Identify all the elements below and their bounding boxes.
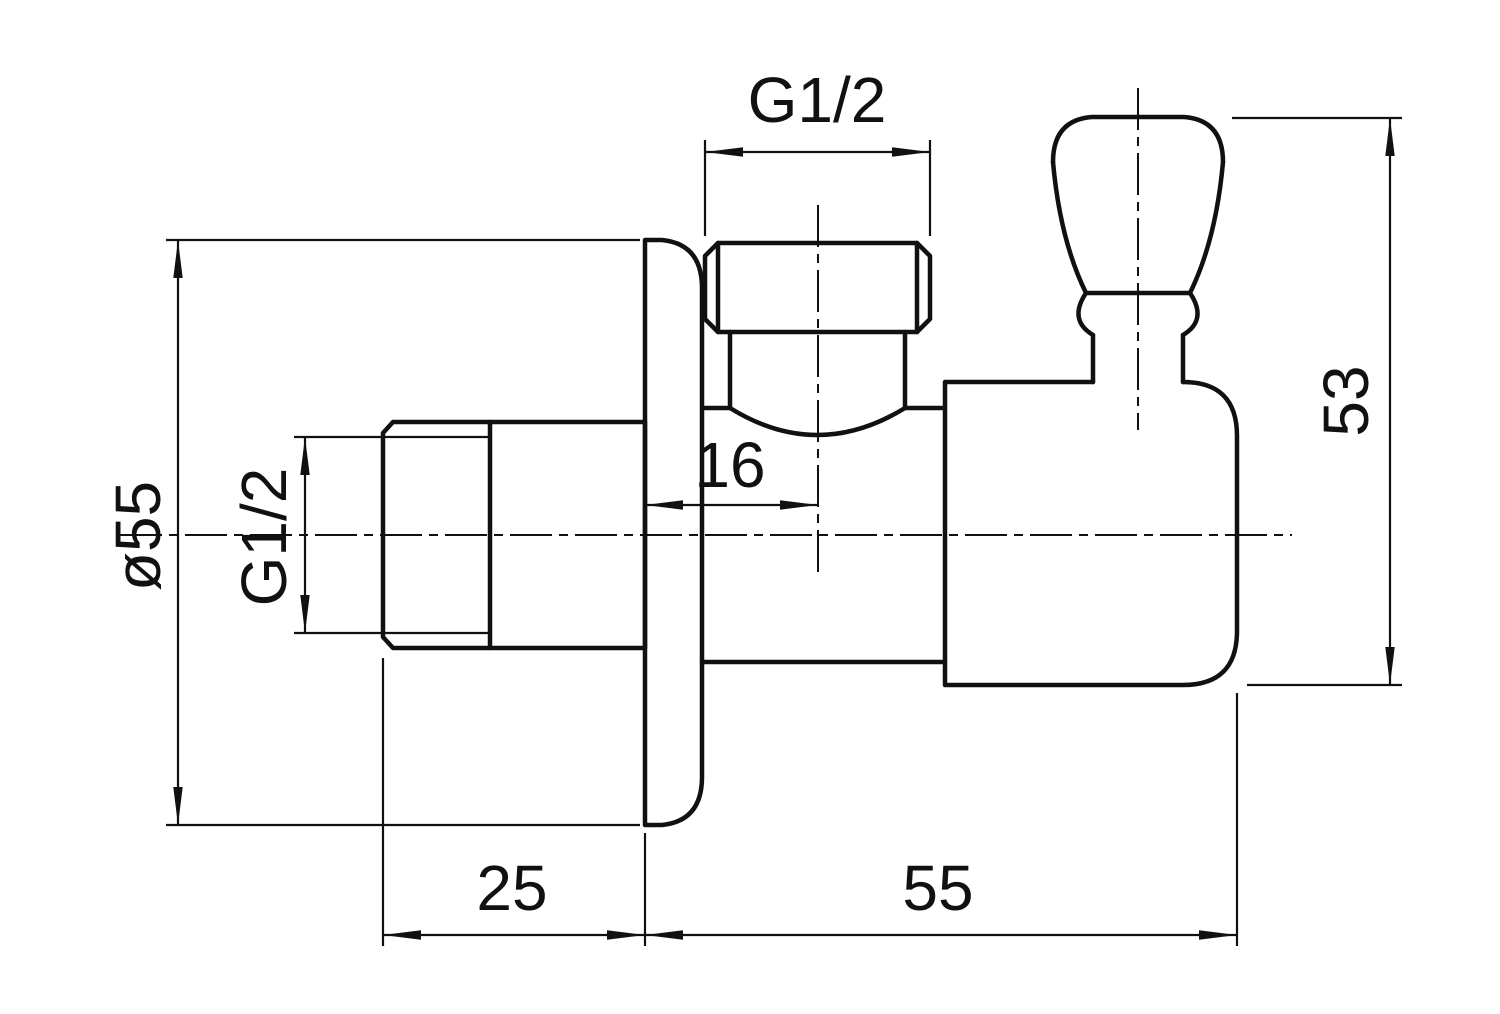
- handle-cone-left: [1050, 159, 1089, 296]
- handle-cone-right: [1187, 159, 1226, 296]
- centerlines: [120, 88, 1292, 575]
- dim-label-flange-diameter: ø55: [102, 481, 174, 591]
- flange-outline: [642, 237, 705, 828]
- dim-label-depth: 25: [476, 852, 547, 924]
- valve-body-outline: [942, 379, 1240, 688]
- dim-flange-diameter: ø55: [102, 238, 640, 827]
- handle-top-outline: [1050, 114, 1226, 165]
- dim-label-top-thread: G1/2: [748, 64, 887, 136]
- dim-label-length: 55: [902, 852, 973, 924]
- dim-length: 55: [645, 693, 1239, 946]
- dim-label-offset: 16: [694, 429, 765, 501]
- dim-label-left-thread: G1/2: [228, 468, 300, 607]
- dim-depth: 25: [381, 658, 647, 946]
- dim-top-thread: G1/2: [703, 64, 932, 236]
- handle-bead-right: [1180, 290, 1200, 338]
- dim-offset: 16: [645, 429, 818, 510]
- valve-outline: [380, 114, 1240, 828]
- dim-height: 53: [1232, 116, 1402, 687]
- dim-left-thread: G1/2: [228, 435, 383, 635]
- handle-bead-left: [1076, 290, 1096, 338]
- outlet-intersection-arc: [727, 405, 908, 438]
- dim-label-height: 53: [1310, 365, 1382, 436]
